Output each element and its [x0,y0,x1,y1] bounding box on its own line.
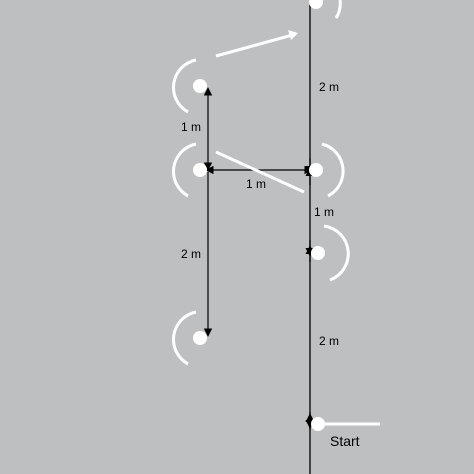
arc-lower-right [323,224,350,282]
start-label: Start [330,433,360,449]
cone-marker-mid-right [309,163,323,177]
path-line-diagonal-middle [215,150,305,194]
path-arrow-upper [288,30,298,40]
label-1m-middle-right: 1 m [314,205,334,219]
cone-marker-mid-left [193,163,207,177]
cone-marker-top-left [193,79,207,93]
label-1m-top-left: 1 m [181,120,201,134]
arc-top-left [171,58,197,114]
cone-marker-lower-right [311,246,325,260]
path-line-diagonal-upper [215,32,297,58]
cone-marker-bottom-left [193,331,207,345]
arc-bottom-left [171,310,197,366]
cone-marker-start [311,417,325,431]
label-2m-top-right: 2 m [319,80,339,94]
arc-mid-right [321,142,345,198]
arc-mid-left [171,142,197,198]
cone-marker-top-right [309,0,323,9]
label-2m-lower-right: 2 m [319,334,339,348]
label-2m-lower-left: 2 m [181,247,201,261]
arc-top-right [334,0,342,19]
label-1m-horizontal: 1 m [246,177,266,191]
